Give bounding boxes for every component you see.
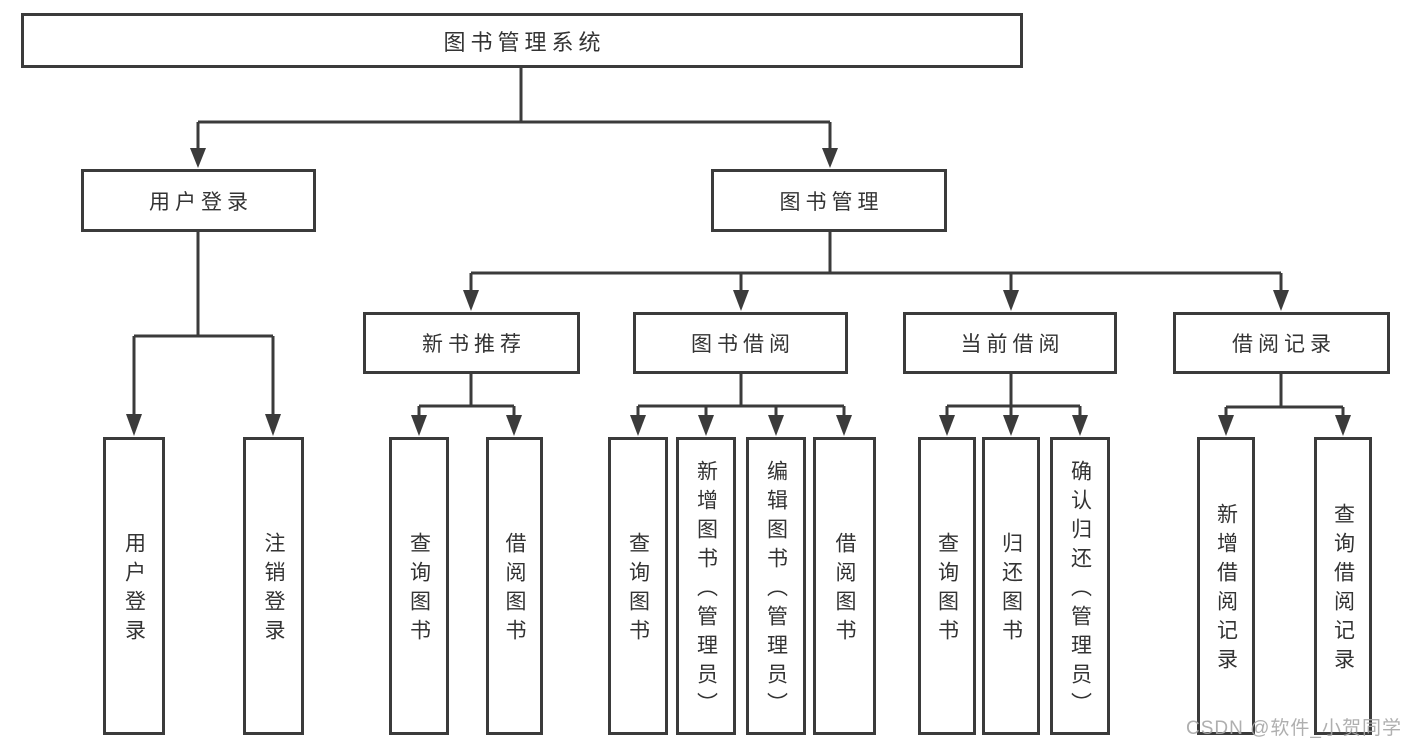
leaf-nbr-query-books: 查询图书 [389, 437, 449, 735]
node-user-login: 用户登录 [81, 169, 316, 232]
leaf-user-login: 用户登录 [103, 437, 165, 735]
node-new-book-recommend: 新书推荐 [363, 312, 580, 374]
leaf-cb-return-books: 归还图书 [982, 437, 1040, 735]
leaf-bb-add-books-admin: 新增图书（管理员） [676, 437, 736, 735]
node-current-borrowing-label: 当前借阅 [960, 333, 1065, 356]
leaf-nbr-borrow-books: 借阅图书 [486, 437, 543, 735]
node-current-borrowing: 当前借阅 [903, 312, 1117, 374]
node-borrowing-records: 借阅记录 [1173, 312, 1390, 374]
node-library-system-label: 图书管理系统 [443, 29, 606, 55]
leaf-bb-edit-books-admin: 编辑图书（管理员） [746, 437, 806, 735]
node-user-login-label: 用户登录 [149, 190, 253, 214]
node-book-borrowing: 图书借阅 [633, 312, 848, 374]
node-book-management: 图书管理 [711, 169, 947, 232]
leaf-logout: 注销登录 [243, 437, 304, 735]
csdn-watermark: CSDN @软件_小贺同学 [1186, 718, 1402, 739]
node-book-management-label: 图书管理 [779, 190, 884, 214]
node-library-system: 图书管理系统 [21, 13, 1023, 68]
leaf-bb-borrow-books: 借阅图书 [813, 437, 876, 735]
leaf-br-query-record: 查询借阅记录 [1314, 437, 1372, 735]
node-borrowing-records-label: 借阅记录 [1232, 333, 1336, 356]
leaf-br-add-record: 新增借阅记录 [1197, 437, 1255, 735]
leaf-cb-confirm-return-admin: 确认归还（管理员） [1050, 437, 1110, 735]
node-book-borrowing-label: 图书借阅 [691, 333, 795, 356]
node-new-book-recommend-label: 新书推荐 [422, 333, 526, 356]
leaf-cb-query-books: 查询图书 [918, 437, 976, 735]
leaf-bb-query-books: 查询图书 [608, 437, 668, 735]
